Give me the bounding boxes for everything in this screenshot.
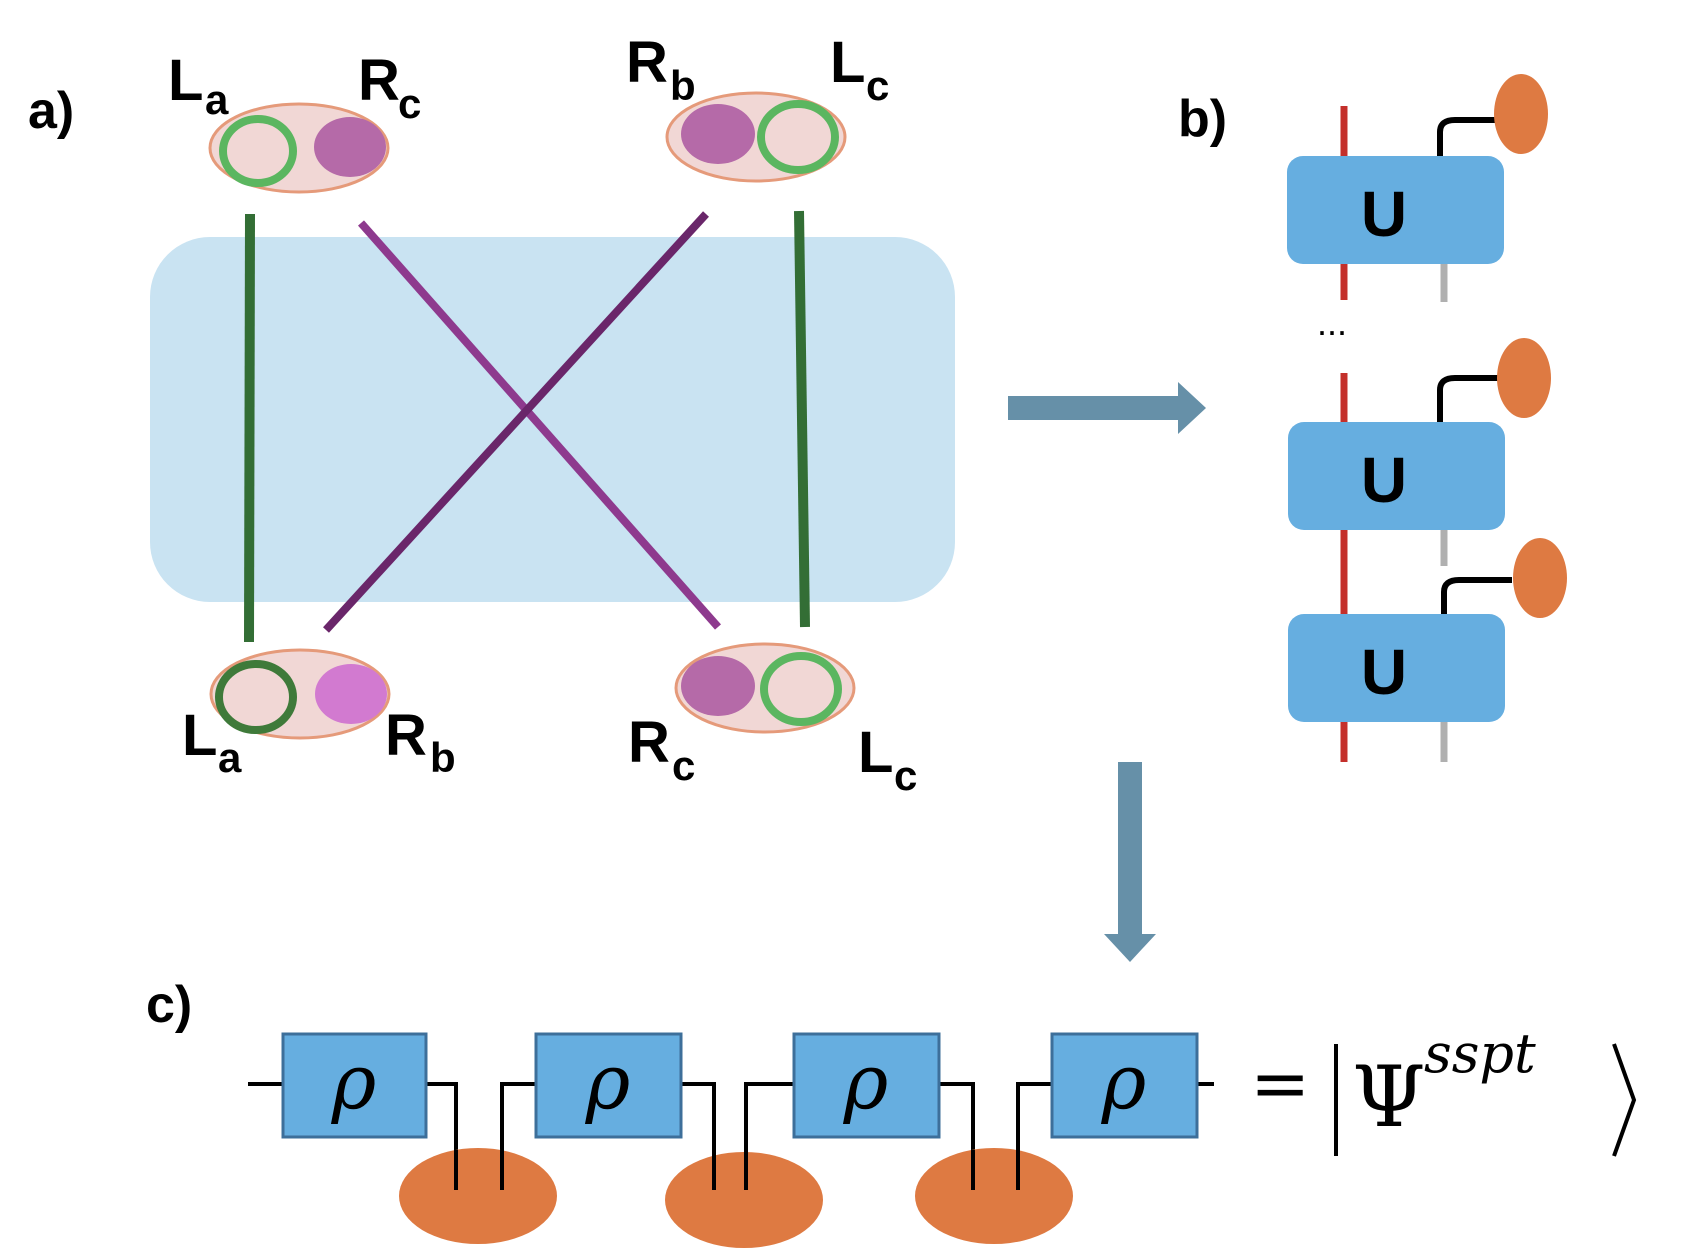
- ellipsis: ...: [1317, 302, 1347, 343]
- purple-bond-ascending: [323, 211, 709, 633]
- arrow-right-icon: [1008, 382, 1206, 434]
- state-superscript: sspt: [1424, 1022, 1536, 1085]
- gate-label: U: [1361, 444, 1407, 516]
- tensor-label: ρ: [843, 1037, 889, 1126]
- left-mode-ring: [219, 115, 297, 187]
- left-mode-ring: [215, 660, 297, 734]
- label-sub: a: [218, 734, 242, 781]
- entanglement-region: [150, 237, 955, 602]
- ancilla-wire: [1441, 577, 1512, 614]
- state-equation: = Ψ sspt: [1250, 1022, 1637, 1157]
- site-bottom-right: R c L c: [628, 642, 917, 799]
- contraction-node-3: [915, 1148, 1073, 1244]
- equals-sign: =: [1250, 1041, 1310, 1125]
- label-main: R: [358, 48, 400, 113]
- rho-tensor-3: ρ: [792, 1032, 941, 1139]
- ancilla-icon: [1494, 74, 1548, 154]
- site-top-left: L a R c: [168, 48, 421, 194]
- ancilla-wire: [1437, 375, 1502, 422]
- label-sub: b: [430, 734, 456, 781]
- right-mode-dot: [315, 664, 387, 724]
- left-mode-dot: [681, 104, 755, 164]
- panel-label-a: a): [28, 82, 74, 140]
- tensor-box: [281, 1032, 428, 1139]
- gate-box: [1287, 156, 1504, 264]
- label-sub: c: [672, 742, 695, 789]
- gate-box: [1288, 614, 1505, 722]
- gate-label: U: [1361, 178, 1407, 250]
- label-main: R: [628, 710, 670, 775]
- rho-tensor-1: ρ: [281, 1032, 428, 1139]
- arrow-down-icon: [1104, 762, 1156, 962]
- label-sub: a: [205, 76, 229, 123]
- site-bottom-left: L a R b: [182, 648, 456, 781]
- panel-label-b: b): [1178, 90, 1227, 148]
- right-mode-ring: [760, 652, 842, 726]
- tensor-box: [792, 1032, 941, 1139]
- gate-label: U: [1361, 636, 1407, 708]
- state-symbol: Ψ: [1352, 1048, 1426, 1146]
- label-sub: c: [398, 80, 421, 127]
- contraction-node-1: [399, 1148, 557, 1244]
- label-sub: c: [866, 62, 889, 109]
- rho-tensor-2: ρ: [534, 1032, 683, 1139]
- label-main: L: [168, 48, 203, 113]
- tensor-box: [1050, 1032, 1199, 1139]
- tensor-box: [534, 1032, 683, 1139]
- site-top-right: R b L c: [626, 30, 889, 183]
- contraction-node-2: [665, 1152, 823, 1248]
- unitary-gate-1: U: [1287, 74, 1548, 302]
- unitary-gate-2: U: [1288, 338, 1551, 566]
- label-main: L: [182, 703, 217, 768]
- label-sub: c: [894, 752, 917, 799]
- label-sub: b: [670, 62, 696, 109]
- panel-label-c: c): [146, 976, 192, 1034]
- label-main: L: [830, 30, 865, 95]
- label-main: L: [858, 720, 893, 785]
- green-bond-right: [794, 210, 810, 628]
- tensor-label: ρ: [585, 1037, 631, 1126]
- gate-box: [1288, 422, 1505, 530]
- rho-tensor-4: ρ: [1050, 1032, 1199, 1139]
- ket-angle-icon: [1612, 1043, 1637, 1157]
- label-main: R: [385, 703, 427, 768]
- right-mode-ring: [757, 100, 839, 174]
- ancilla-icon: [1497, 338, 1551, 418]
- tensor-label: ρ: [1101, 1037, 1147, 1126]
- node-legs: [454, 1150, 1020, 1190]
- tensor-label: ρ: [331, 1037, 377, 1126]
- ancilla-wire: [1437, 117, 1498, 156]
- left-mode-dot: [681, 656, 755, 716]
- purple-bond-descending: [358, 220, 721, 630]
- ancilla-icon: [1513, 538, 1567, 618]
- green-bond-left: [244, 213, 255, 643]
- unitary-gate-3: U: [1288, 538, 1567, 762]
- label-main: R: [626, 30, 668, 95]
- right-mode-dot: [314, 117, 386, 177]
